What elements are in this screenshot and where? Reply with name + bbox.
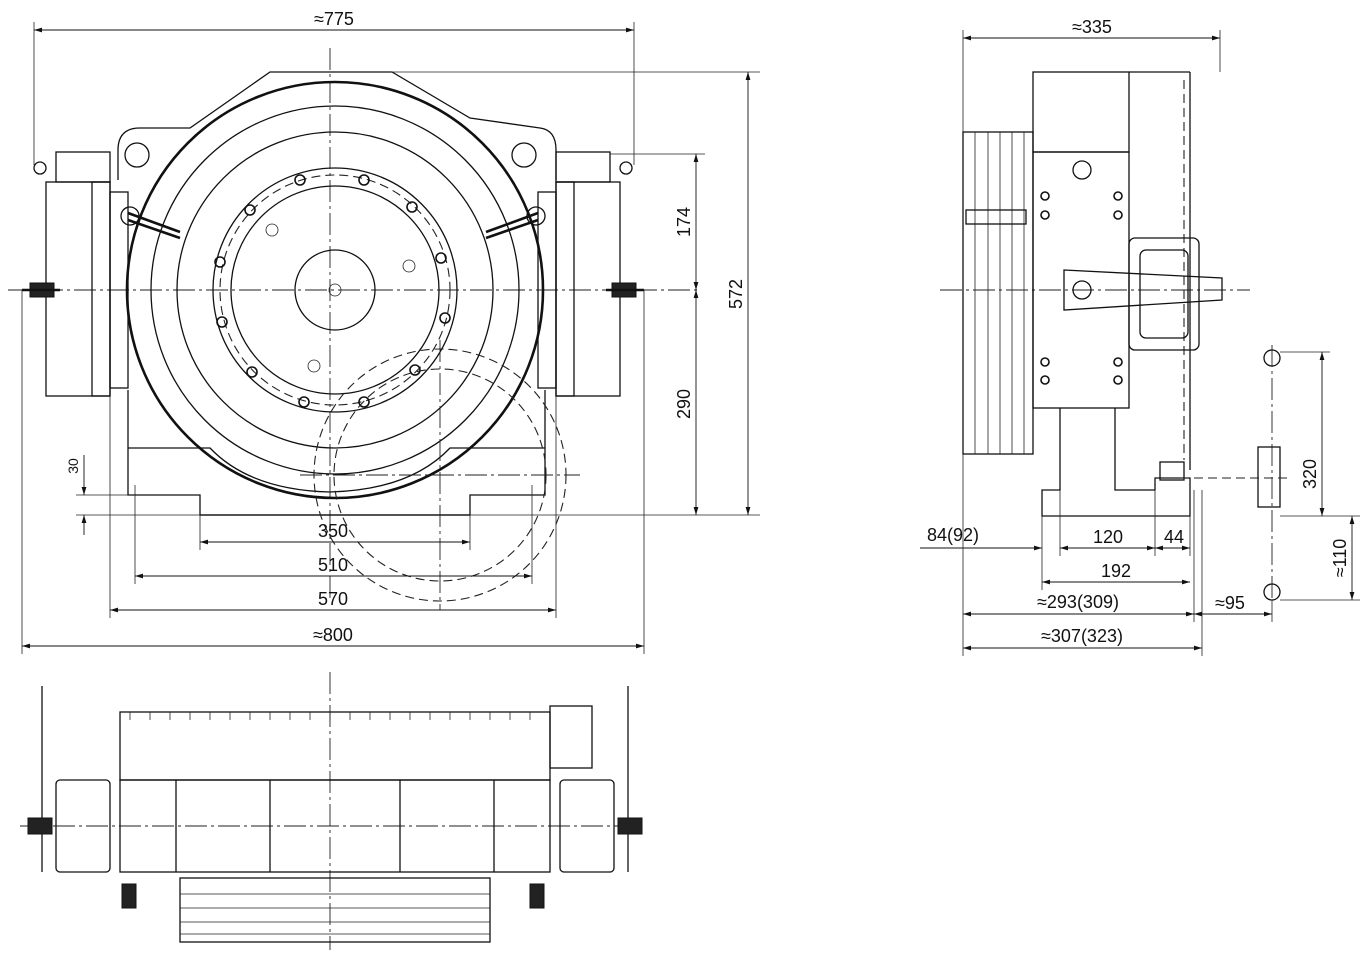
dim-width-top: ≈775 — [314, 9, 354, 29]
side-dim-width-top: ≈335 — [1072, 17, 1112, 37]
side-dim-left-offset: 84(92) — [927, 525, 979, 545]
top-view — [20, 672, 643, 950]
side-dim-depth-307: ≈307(323) — [1041, 626, 1123, 646]
side-dim-95: ≈95 — [1215, 593, 1245, 613]
side-dim-44: 44 — [1164, 527, 1184, 547]
dim-350: 350 — [318, 521, 348, 541]
side-dim-110: ≈110 — [1330, 539, 1350, 578]
dim-height-total: 572 — [726, 279, 746, 309]
side-view: ≈335 84(92) 120 44 192 ≈293(309) ≈95 ≈30… — [920, 17, 1360, 656]
dim-570: 570 — [318, 589, 348, 609]
dim-width-total: ≈800 — [313, 625, 353, 645]
sheave-bolts — [214, 174, 451, 408]
dim-lower-height: 290 — [674, 389, 694, 419]
dim-base-height: 30 — [65, 458, 81, 474]
front-view: ≈775 572 174 290 30 350 510 570 ≈800 — [8, 9, 760, 654]
dim-510: 510 — [318, 555, 348, 575]
side-dim-depth-293: ≈293(309) — [1037, 592, 1119, 612]
side-dim-192: 192 — [1101, 561, 1131, 581]
dim-upper-height: 174 — [674, 207, 694, 237]
side-dim-120: 120 — [1093, 527, 1123, 547]
side-dim-320: 320 — [1300, 459, 1320, 489]
